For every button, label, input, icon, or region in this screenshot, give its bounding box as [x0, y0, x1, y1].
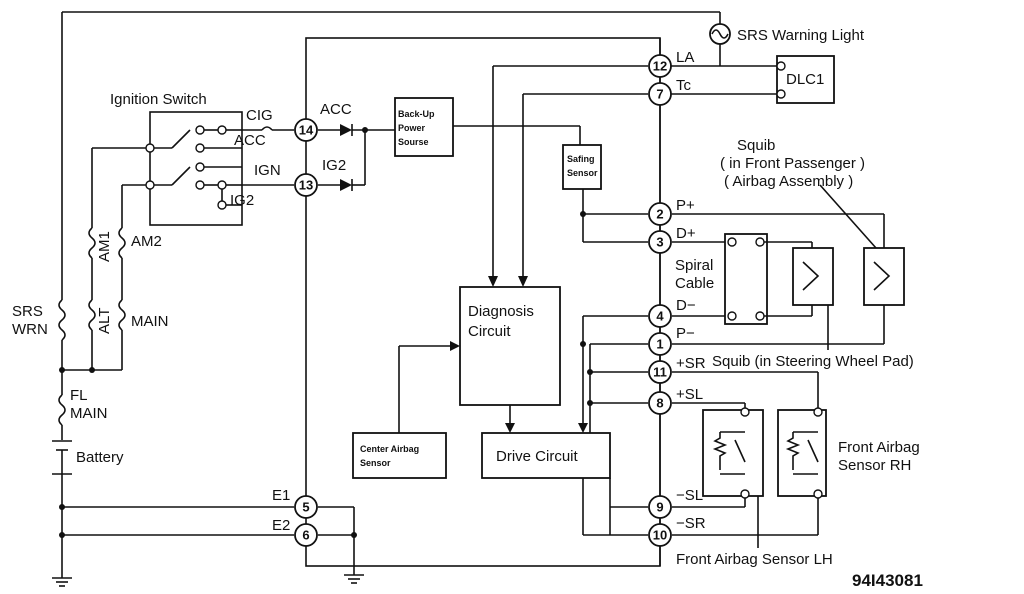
diagnosis-circuit [459, 286, 561, 406]
e2-label: E2 [272, 517, 290, 534]
figure-code: 94I43081 [852, 571, 923, 590]
srs-wrn-fuse-label: SRS [12, 303, 43, 320]
diagnosis-label-1: Diagnosis [468, 303, 534, 320]
drive-circuit [481, 432, 611, 479]
svg-text:11: 11 [653, 365, 667, 380]
cig-terminal-label: CIG [246, 107, 273, 124]
svg-text:LA: LA [676, 49, 694, 66]
svg-text:P−: P− [676, 325, 695, 342]
spiral-cable [724, 233, 768, 325]
ig2-line-label: IG2 [322, 157, 346, 174]
sensor-lh-label: Front Airbag Sensor LH [676, 551, 833, 568]
passenger-squib-label-2: ( in Front Passenger ) [720, 155, 865, 172]
squib-wiring [672, 213, 885, 345]
backup-label-1: Back-Up [398, 109, 435, 119]
center-airbag-sensor [352, 432, 447, 479]
center-sensor-label-2: Sensor [360, 458, 391, 468]
am1-fuse-label: AM1 [96, 231, 113, 262]
ignition-switch-label: Ignition Switch [110, 91, 207, 108]
svg-text:−SL: −SL [676, 487, 703, 504]
svg-text:P+: P+ [676, 197, 695, 214]
pin-4: 4 D− [648, 297, 696, 328]
diagnosis-label-2: Circuit [468, 323, 511, 340]
e1-label: E1 [272, 487, 290, 504]
fl-main-label-2: MAIN [70, 405, 108, 422]
drive-circuit-label: Drive Circuit [496, 448, 579, 465]
passenger-squib-label-1: Squib [737, 137, 775, 154]
svg-text:3: 3 [656, 235, 663, 250]
spiral-cable-label-2: Cable [675, 275, 714, 292]
svg-text:10: 10 [653, 528, 667, 543]
pin-3: 3 D+ [648, 225, 696, 254]
svg-text:2: 2 [656, 207, 663, 222]
steering-squib-label: Squib (in Steering Wheel Pad) [712, 353, 914, 370]
main-fuse-label: MAIN [131, 313, 169, 330]
backup-power-source [394, 97, 454, 157]
svg-text:12: 12 [653, 59, 667, 74]
svg-text:8: 8 [656, 396, 663, 411]
acc-line-label: ACC [320, 101, 352, 118]
pin-7: 7 Tc [648, 77, 692, 106]
left-power-feed [52, 12, 126, 587]
svg-text:9: 9 [656, 500, 663, 515]
svg-text:5: 5 [302, 500, 309, 515]
svg-text:Tc: Tc [676, 77, 692, 94]
safing-sensor [562, 144, 602, 190]
srs-wrn-fuse-label-2: WRN [12, 321, 48, 338]
svg-text:D−: D− [676, 297, 696, 314]
ig2-terminal-label: IG2 [230, 192, 254, 209]
svg-text:+SL: +SL [676, 386, 703, 403]
pin-10: 10 −SR [648, 515, 706, 547]
spiral-cable-label-1: Spiral [675, 257, 713, 274]
passenger-squib-label-3: ( Airbag Assembly ) [724, 173, 853, 190]
svg-text:6: 6 [302, 528, 309, 543]
svg-text:4: 4 [656, 309, 664, 324]
dlc1-label: DLC1 [786, 71, 824, 88]
pin-8: 8 +SL [648, 386, 703, 415]
svg-text:+SR: +SR [676, 355, 706, 372]
sensor-rh-label-2: Sensor RH [838, 457, 911, 474]
dlc1-connector [776, 55, 835, 104]
svg-text:D+: D+ [676, 225, 696, 242]
center-sensor-label-1: Center Airbag [360, 444, 419, 454]
pin-12: 12 LA [648, 49, 694, 78]
ign-terminal-label: IGN [254, 162, 281, 179]
pin-1: 1 P− [648, 325, 695, 356]
battery-label: Battery [76, 449, 124, 466]
ecu-power-inputs [318, 124, 395, 191]
svg-text:14: 14 [299, 123, 314, 138]
pin-2: 2 P+ [648, 197, 695, 226]
acc-terminal-label: ACC [234, 132, 266, 149]
svg-text:−SR: −SR [676, 515, 706, 532]
warning-light-circuit [62, 11, 780, 67]
alt-fuse-label: ALT [96, 308, 113, 334]
backup-label-3: Sourse [398, 137, 429, 147]
fl-main-label: FL [70, 387, 88, 404]
svg-text:7: 7 [656, 87, 663, 102]
steering-wheel-squib [792, 247, 834, 306]
passenger-squib [863, 247, 905, 306]
pin-14: 14 [294, 118, 318, 142]
am2-fuse-label: AM2 [131, 233, 162, 250]
pin-11: 11 +SR [648, 355, 706, 384]
pin-6: 6 [294, 523, 318, 547]
front-airbag-sensor-lh [702, 409, 764, 497]
safing-label-2: Sensor [567, 168, 598, 178]
srs-warning-light-label: SRS Warning Light [737, 27, 865, 44]
front-airbag-sensor-rh [777, 409, 827, 497]
sensor-rh-label-1: Front Airbag [838, 439, 920, 456]
pin-9: 9 −SL [648, 487, 703, 519]
ignition-switch [92, 111, 243, 226]
backup-label-2: Power [398, 123, 426, 133]
pin-5: 5 [294, 495, 318, 519]
svg-text:1: 1 [656, 337, 663, 352]
safing-label-1: Safing [567, 154, 595, 164]
svg-text:13: 13 [299, 178, 313, 193]
pin-13: 13 [294, 173, 318, 197]
